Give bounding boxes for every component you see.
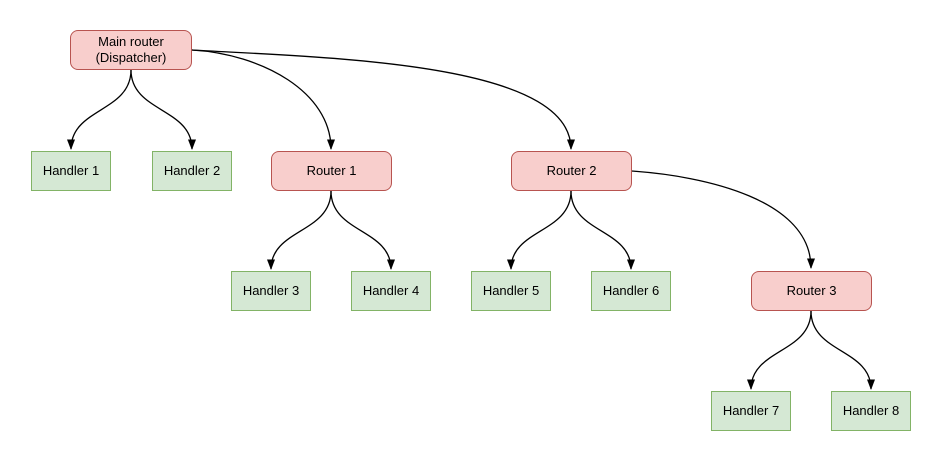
edge-router-3-to-handler-8 — [810, 310, 875, 390]
node-router-1-label: Router 1 — [306, 162, 357, 178]
edge-router-3-to-handler-7 — [747, 310, 812, 390]
edge-main-router-to-router-1 — [191, 49, 335, 150]
node-handler-6-label: Handler 6 — [602, 282, 660, 298]
node-handler-3: Handler 3 — [231, 271, 311, 311]
node-router-3: Router 3 — [751, 271, 872, 311]
node-handler-8-label: Handler 8 — [842, 402, 900, 418]
edge-main-router-to-router-2 — [191, 49, 575, 150]
node-router-3-label: Router 3 — [786, 282, 837, 298]
edge-main-router-to-handler-1 — [67, 69, 132, 150]
node-main-router-label: Main router (Dispatcher) — [95, 33, 167, 65]
node-main-router: Main router (Dispatcher) — [70, 30, 192, 70]
node-handler-2-label: Handler 2 — [163, 162, 221, 178]
node-handler-4-label: Handler 4 — [362, 282, 420, 298]
edge-router-1-to-handler-4 — [330, 190, 395, 270]
node-router-1: Router 1 — [271, 151, 392, 191]
node-handler-7: Handler 7 — [711, 391, 791, 431]
edge-router-2-to-handler-6 — [570, 190, 635, 270]
node-handler-5: Handler 5 — [471, 271, 551, 311]
node-handler-7-label: Handler 7 — [722, 402, 780, 418]
edge-router-2-to-router-3 — [630, 170, 815, 269]
edge-router-2-to-handler-5 — [507, 190, 572, 270]
node-handler-2: Handler 2 — [152, 151, 232, 191]
node-handler-1: Handler 1 — [31, 151, 111, 191]
node-handler-3-label: Handler 3 — [242, 282, 300, 298]
node-handler-6: Handler 6 — [591, 271, 671, 311]
node-router-2: Router 2 — [511, 151, 632, 191]
node-handler-1-label: Handler 1 — [42, 162, 100, 178]
edge-router-1-to-handler-3 — [267, 190, 332, 270]
node-handler-8: Handler 8 — [831, 391, 911, 431]
node-router-2-label: Router 2 — [546, 162, 597, 178]
edge-main-router-to-handler-2 — [130, 69, 196, 150]
node-handler-5-label: Handler 5 — [482, 282, 540, 298]
node-handler-4: Handler 4 — [351, 271, 431, 311]
